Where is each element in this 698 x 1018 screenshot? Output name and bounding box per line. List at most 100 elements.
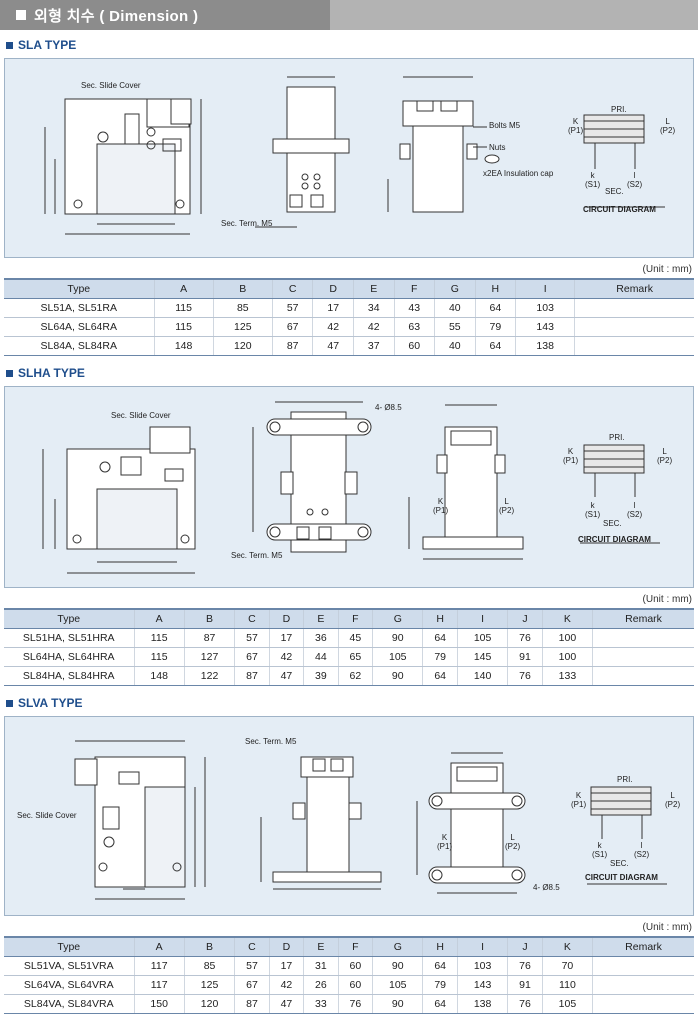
diagram-sla: Sec. Slide Cover Sec. Term. M5 Bolts M5 … (4, 58, 694, 258)
table-cell: 55 (434, 317, 476, 337)
column-header: K (542, 936, 594, 957)
diagram-slha: Sec. Slide Cover Sec. Term. M5 4- Ø8.5 P… (4, 386, 694, 588)
label-slide-cover: Sec. Slide Cover (111, 411, 171, 420)
column-header: E (353, 278, 395, 299)
table-cell: 47 (312, 336, 354, 356)
table-cell: 103 (457, 956, 509, 976)
table-cell: 122 (184, 666, 236, 686)
label-sec-term: Sec. Term. M5 (245, 737, 297, 746)
column-header: I (515, 278, 576, 299)
label-insulation: x2EA Insulation cap (483, 169, 554, 178)
column-header: A (134, 608, 185, 629)
column-header: I (457, 608, 509, 629)
column-header: H (475, 278, 517, 299)
square-bullet-icon (6, 369, 13, 377)
column-header: G (372, 608, 424, 629)
drawing-slva (74, 740, 667, 900)
table-cell: 85 (184, 956, 236, 976)
table-cell: 40 (434, 298, 476, 318)
unit-label-slha: (Unit : mm) (642, 594, 692, 605)
table-cell: 57 (234, 628, 270, 648)
column-header: B (213, 278, 273, 299)
page-title: 외형 치수 ( Dimension ) (34, 7, 199, 25)
table-cell: 90 (372, 994, 424, 1014)
table-cell: 127 (184, 647, 236, 667)
table-cell: 105 (542, 994, 594, 1014)
table-cell: 64 (475, 336, 517, 356)
table-cell: 60 (394, 336, 436, 356)
table-cell: 87 (234, 994, 270, 1014)
table-cell: 133 (542, 666, 594, 686)
table-cell: 17 (269, 628, 305, 648)
table-cell: 125 (213, 317, 273, 337)
column-header: F (338, 608, 374, 629)
unit-label-sla: (Unit : mm) (642, 264, 692, 275)
table-cell: 39 (303, 666, 339, 686)
table-cell: SL84HA, SL84HRA (4, 666, 135, 686)
table-cell: 45 (338, 628, 374, 648)
table-cell: 117 (134, 975, 185, 995)
table-cell: 125 (184, 975, 236, 995)
column-header: Remark (592, 608, 694, 629)
table-cell: 138 (457, 994, 509, 1014)
table-cell: 90 (372, 628, 424, 648)
column-header: D (312, 278, 354, 299)
column-header: I (457, 936, 509, 957)
table-cell: 44 (303, 647, 339, 667)
table-cell: 87 (184, 628, 236, 648)
table-cell: 65 (338, 647, 374, 667)
label-hole: 4- Ø8.5 (533, 883, 560, 892)
square-bullet-icon (16, 10, 26, 20)
label-pri: PRI. (609, 433, 625, 442)
table-cell: 17 (269, 956, 305, 976)
table-cell: 42 (269, 647, 305, 667)
table-cell: 120 (213, 336, 273, 356)
table-cell: 42 (353, 317, 395, 337)
table-cell: 79 (422, 647, 458, 667)
table-cell: 85 (213, 298, 273, 318)
table-cell: 57 (272, 298, 314, 318)
table-cell (574, 336, 694, 356)
table-cell: 79 (475, 317, 517, 337)
table-cell: 103 (515, 298, 576, 318)
table-cell: 115 (154, 317, 214, 337)
column-header: C (234, 936, 270, 957)
table-cell: 143 (457, 975, 509, 995)
table-cell: 91 (507, 647, 543, 667)
table-cell: SL51A, SL51RA (4, 298, 155, 318)
table-cell: 79 (422, 975, 458, 995)
drawing-slha (42, 401, 660, 574)
label-nuts: Nuts (489, 143, 506, 152)
label-slide-cover: Sec. Slide Cover (17, 811, 77, 820)
table-cell: 67 (272, 317, 314, 337)
table-cell: 42 (269, 975, 305, 995)
table-cell (574, 317, 694, 337)
table-cell: 67 (234, 975, 270, 995)
table-cell: 87 (234, 666, 270, 686)
column-header: D (269, 936, 305, 957)
table-cell: 34 (353, 298, 395, 318)
table-cell: SL51VA, SL51VRA (4, 956, 135, 976)
square-bullet-icon (6, 699, 13, 707)
table-cell: 43 (394, 298, 436, 318)
table-cell: 87 (272, 336, 314, 356)
table-cell: 64 (422, 994, 458, 1014)
table-cell (592, 956, 694, 976)
table-cell: 105 (372, 975, 424, 995)
table-cell: 60 (338, 956, 374, 976)
table-cell: 117 (134, 956, 185, 976)
table-cell: 145 (457, 647, 509, 667)
section-title-slha: SLHA TYPE (6, 366, 85, 380)
table-cell: 76 (507, 628, 543, 648)
table-cell: SL64A, SL64RA (4, 317, 155, 337)
label-pri: PRI. (611, 105, 627, 114)
